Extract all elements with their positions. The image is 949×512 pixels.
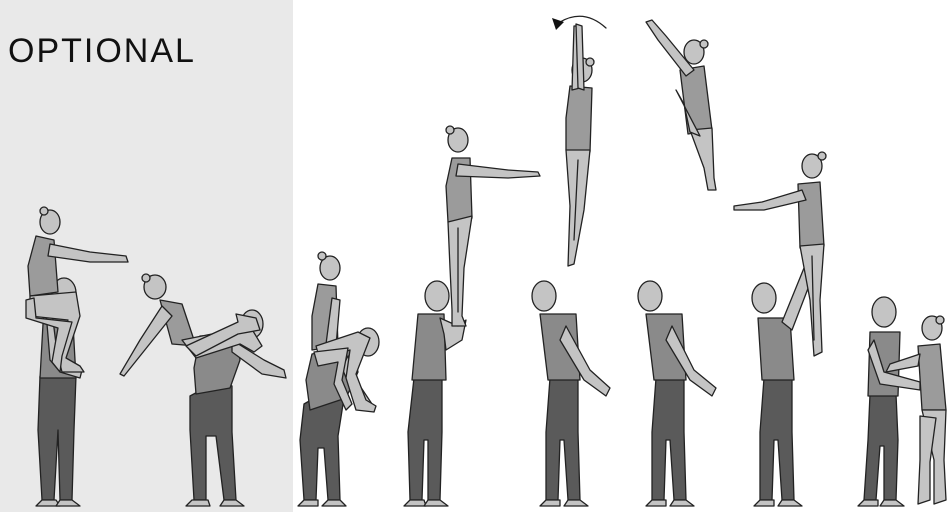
- figure-shoulder-stand: [404, 126, 540, 506]
- figure-pike-descent: [638, 20, 716, 506]
- figure-back-mount: [298, 252, 379, 506]
- figure-cradle-landing: [858, 297, 946, 506]
- figure-hand-catch: [734, 152, 826, 506]
- figure-optional-dive-over-back: [120, 274, 286, 506]
- figure-optional-shoulder-sit: [26, 207, 128, 506]
- figure-pop-toss: [532, 16, 610, 506]
